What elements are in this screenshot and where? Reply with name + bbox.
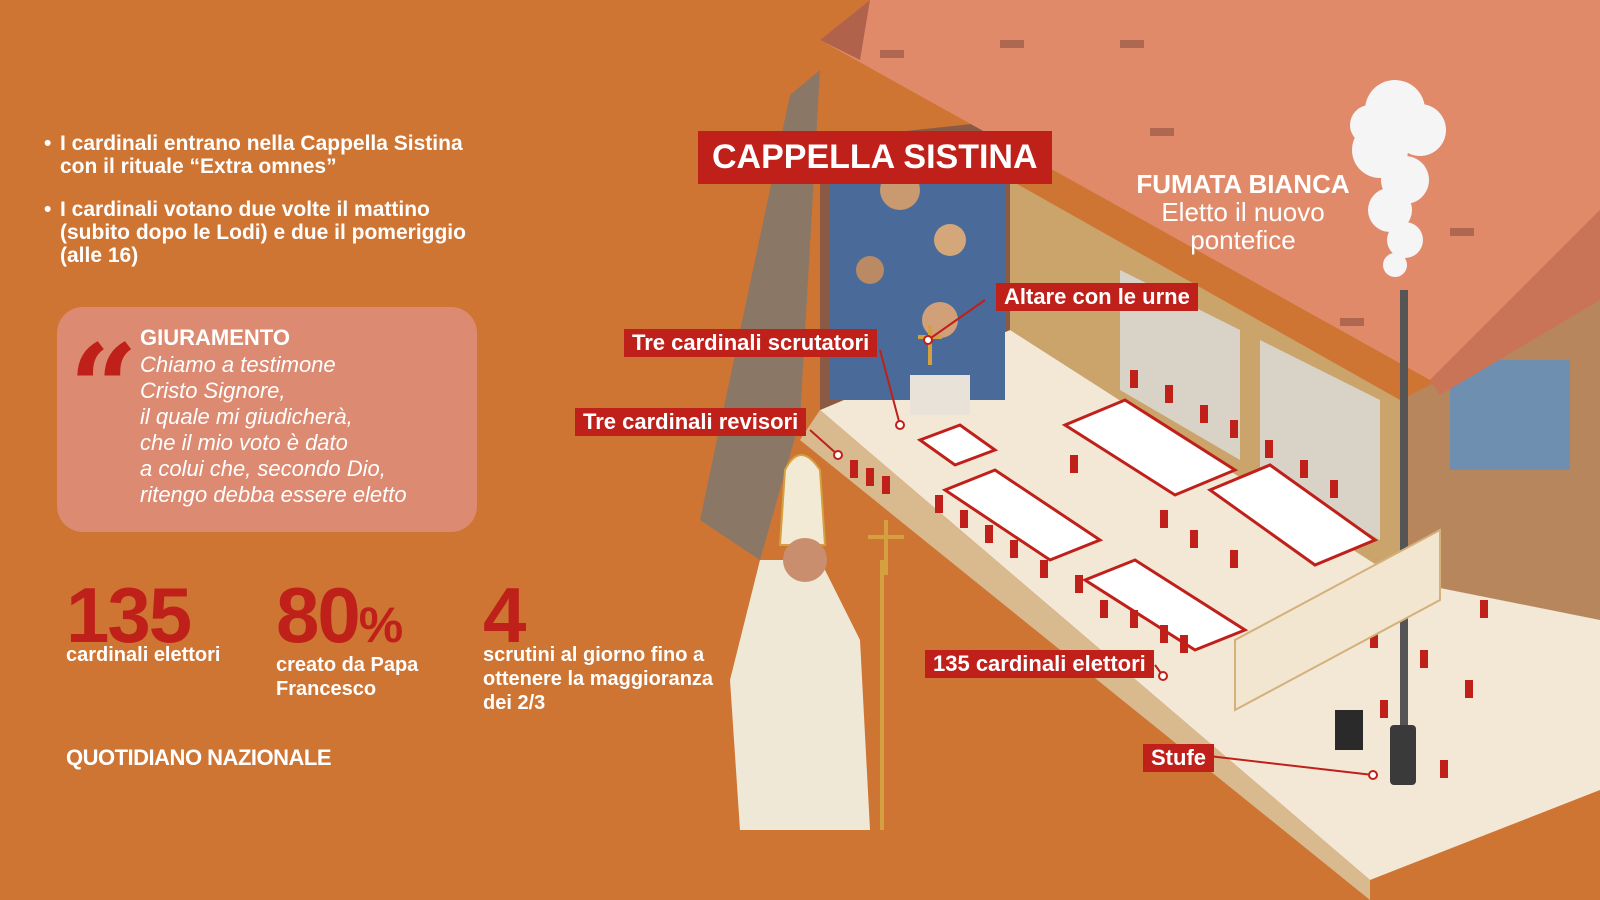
bullet-item: I cardinali entrano nella Cappella Sisti… [44, 132, 504, 178]
stat-value: 80% [276, 571, 403, 659]
papal-cross-icon [884, 520, 888, 575]
chimney-pipe [1400, 290, 1408, 770]
stat-label: cardinali elettori [66, 644, 221, 666]
stat-label: creato da Papa Francesco [276, 654, 419, 700]
stat-value: 135 [66, 571, 192, 659]
white-smoke-caption: FUMATA BIANCA Eletto il nuovo pontefice [1118, 170, 1368, 254]
voting-table [1081, 558, 1249, 652]
scrutineer-table [916, 423, 999, 467]
altar-cross-icon [928, 325, 932, 365]
brand-logo: QUOTIDIANO NAZIONALE [66, 745, 332, 770]
altar [910, 375, 970, 415]
papal-staff [880, 560, 884, 830]
marble-screen [1234, 528, 1441, 712]
bullet-list: I cardinali entrano nella Cappella Sisti… [44, 132, 504, 287]
label-altar: Altare con le urne [996, 283, 1198, 311]
label-stoves: Stufe [1143, 744, 1214, 772]
label-scrutators: Tre cardinali scrutatori [624, 329, 878, 357]
stove-icon [1390, 725, 1416, 785]
stat-value: 4 [483, 571, 526, 659]
oath-line: ritengo debba essere eletto [140, 482, 407, 507]
oath-line: che il mio voto è dato [140, 430, 348, 455]
stat-ballots: 4 scrutini al giorno fino a ottenere la … [483, 575, 743, 715]
stat-percent: 80% creato da Papa Francesco [276, 575, 456, 701]
smoke-title: FUMATA BIANCA [1136, 169, 1350, 199]
voting-table [1061, 398, 1239, 497]
oath-line: Cristo Signore, [140, 378, 286, 403]
oath-text: Chiamo a testimone Cristo Signore, il qu… [140, 352, 407, 508]
label-electors: 135 cardinali elettori [925, 650, 1154, 678]
mitre-icon [778, 454, 827, 546]
oath-box: “ GIURAMENTO Chiamo a testimone Cristo S… [57, 307, 477, 532]
gable-wall [700, 70, 820, 560]
stove-icon [1335, 710, 1363, 750]
stat-cardinals: 135 cardinali elettori [66, 575, 266, 667]
quote-icon: “ [69, 318, 139, 459]
chapel-title: CAPPELLA SISTINA [698, 131, 1052, 184]
oath-title: GIURAMENTO [140, 325, 290, 350]
oath-line: Chiamo a testimone [140, 352, 336, 377]
voting-table [941, 468, 1104, 562]
oath-line: a colui che, secondo Dio, [140, 456, 386, 481]
white-smoke [1350, 80, 1446, 277]
stat-label: scrutini al giorno fino a ottenere la ma… [483, 644, 714, 714]
cardinals [850, 370, 1488, 778]
pope-figure [730, 454, 904, 830]
oath-line: il quale mi giudicherà, [140, 404, 353, 429]
bullet-item: I cardinali votano due volte il mattino … [44, 198, 504, 267]
voting-table [1206, 463, 1379, 567]
smoke-text: Eletto il nuovo pontefice [1161, 197, 1325, 255]
label-revisors: Tre cardinali revisori [575, 408, 807, 436]
